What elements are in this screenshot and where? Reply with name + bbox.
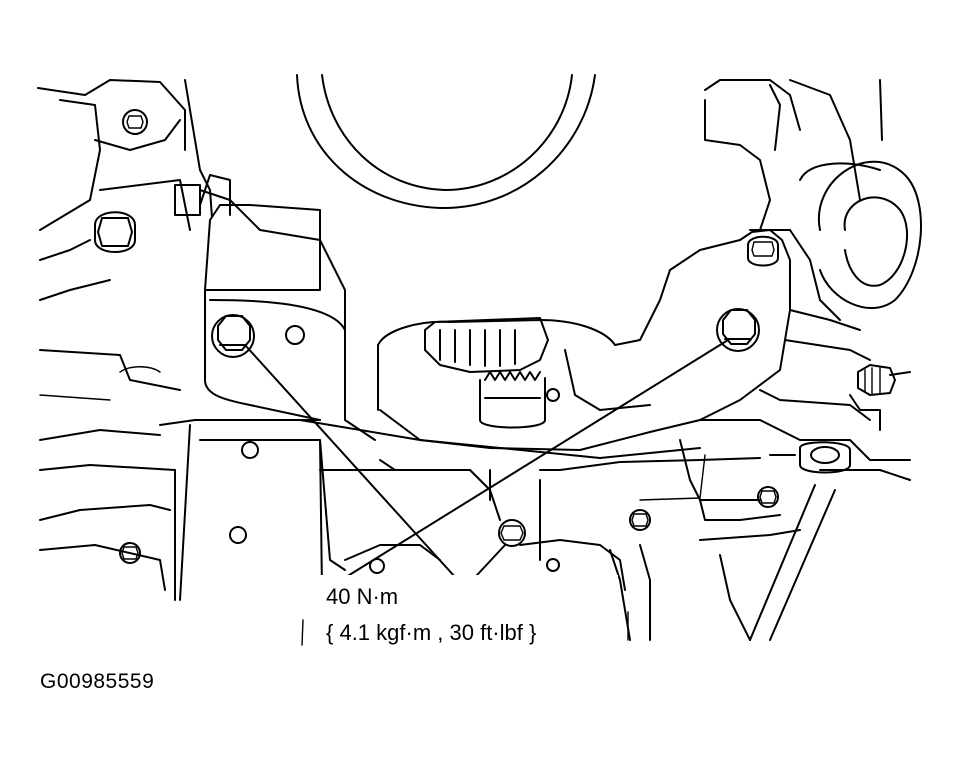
engine-block-left (37, 79, 216, 591)
timing-cover-circle (296, 74, 596, 210)
bracket-bolt-left (211, 314, 255, 358)
right-fitting (857, 364, 911, 396)
bracket-plate (199, 174, 791, 459)
bracket-holes (229, 325, 560, 544)
figure-id: G00985559 (40, 670, 155, 693)
lower-bolts (119, 486, 779, 574)
bracket-bolt-right (716, 308, 760, 352)
bolt-upper-left-small (122, 109, 148, 135)
bolt-left-large (94, 211, 136, 253)
right-pipe-fitting (769, 441, 851, 474)
lower-cover (159, 419, 801, 641)
torque-value-label: 40 N·m (326, 584, 399, 609)
small-bolt-right (747, 235, 779, 267)
torque-alt-units-label: { 4.1 kgf·m , 30 ft·lbf } (326, 620, 537, 645)
dipstick-tube (749, 484, 836, 641)
engine-block-right (699, 79, 922, 481)
label-bracket-left (301, 619, 304, 646)
crankshaft-sprocket (424, 317, 549, 429)
